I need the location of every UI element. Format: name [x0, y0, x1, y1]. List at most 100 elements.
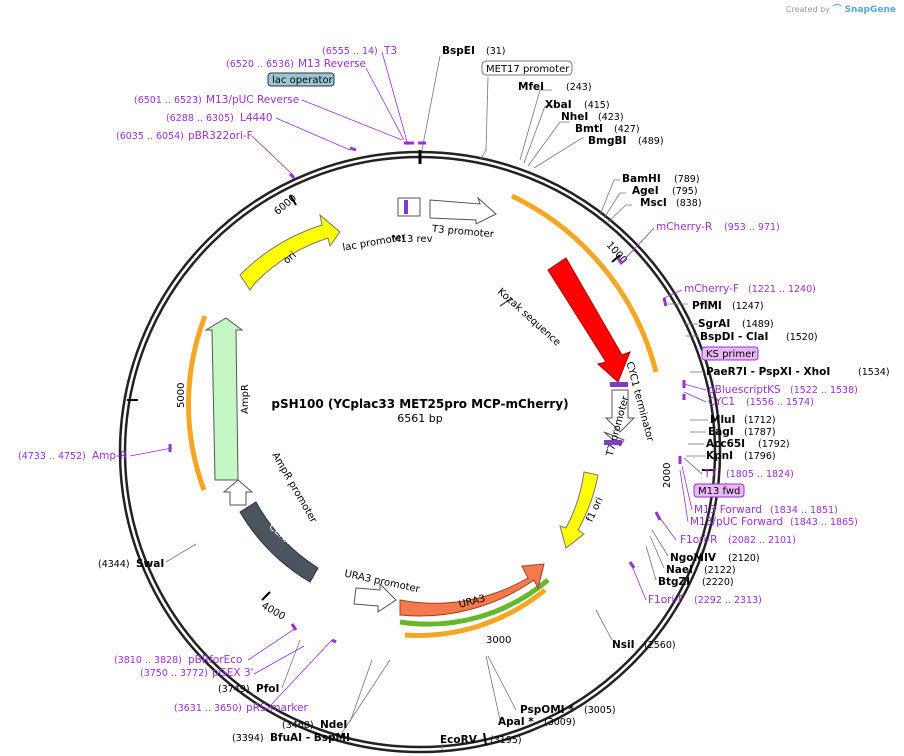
f1-ori-feature[interactable] [559, 471, 599, 549]
enzyme-ecorv[interactable]: EcoRV [440, 734, 478, 746]
m13-fwd-tag: M13 fwd [693, 483, 745, 498]
primer-pbrforeco[interactable]: pBRforEco [188, 654, 242, 666]
primer-amp-r[interactable]: Amp-R [92, 450, 127, 462]
primer-t3-range: (6555 .. 14) [322, 46, 378, 57]
snapgene-logo: ⌒ SnapGene [832, 5, 896, 15]
enzyme-pflmi[interactable]: PflMI [692, 300, 722, 312]
t7-promoter-label: T7 promoter [604, 394, 631, 459]
primer-pbr322ori-f[interactable]: pBR322ori-F [188, 130, 253, 142]
enzyme-pspomi-pos: (3005) [584, 705, 616, 716]
primer-m13-forward[interactable]: M13 Forward [694, 504, 762, 516]
enzyme-btgzi-pos: (2220) [702, 577, 734, 588]
primer-f1ori-r[interactable]: F1ori-R [680, 534, 717, 546]
enzyme-msci[interactable]: MscI [640, 197, 667, 209]
enzyme-mfei-pos: (243) [566, 82, 592, 93]
enzyme-pfoi-pos: (3749) [218, 684, 250, 695]
enzyme-swai-pos: (4344) [98, 559, 130, 570]
primer-cyc1[interactable]: CYC1 [708, 396, 735, 408]
primer-m13-reverse-range: (6520 .. 6536) [226, 59, 294, 70]
enzyme-swai[interactable]: SwaI [136, 558, 164, 570]
primer-amp-r-range: (4733 .. 4752) [18, 451, 86, 462]
primer-t7[interactable]: T7 [703, 468, 717, 480]
m13-rev-label: M13 rev [392, 234, 433, 245]
plasmid-name: pSH100 (YCplac33 MET25pro MCP-mCherry) [271, 397, 568, 411]
enzyme-ecorv-pos: (3195) [490, 735, 522, 746]
primer-pbr322ori-f-range: (6035 .. 6054) [116, 131, 184, 142]
ura3-feature[interactable] [399, 563, 545, 617]
ampr-feature[interactable] [204, 317, 244, 481]
enzyme-mfei[interactable]: MfeI [518, 81, 544, 93]
tick-mark-3000 [483, 732, 487, 746]
primer-m13-puc-reverse[interactable]: M13/pUC Reverse [206, 94, 299, 106]
enzyme-nsii[interactable]: NsiI [612, 639, 635, 651]
enzyme-agei[interactable]: AgeI [632, 185, 659, 197]
primer-pbluescriptks[interactable]: pBluescriptKS [708, 384, 781, 396]
enzyme-nhei-pos: (423) [598, 112, 624, 123]
mcherry-feature[interactable] [547, 257, 631, 383]
tick-mark-1000 [611, 254, 621, 263]
enzyme-nhei[interactable]: NheI [561, 111, 588, 123]
enzyme-mlui[interactable]: MluI [710, 414, 735, 426]
enzyme-bspei[interactable]: BspEI [442, 45, 475, 57]
enzyme-btgzi[interactable]: BtgZI [658, 576, 690, 588]
ura3-promoter-arrow [353, 582, 397, 613]
enzyme-pspomi[interactable]: PspOMI * [520, 704, 574, 716]
enzyme-bmgbi[interactable]: BmgBI [588, 135, 626, 147]
tick-label-4000: 4000 [259, 600, 287, 622]
enzyme-bmgbi-pos: (489) [638, 136, 664, 147]
enzyme-xbai[interactable]: XbaI [545, 99, 572, 111]
enzyme-kpni-pos: (1796) [744, 451, 776, 462]
enzyme-leaders-right [421, 55, 708, 750]
enzyme-kpni[interactable]: KpnI [706, 450, 733, 462]
mcherry-orf-bar [510, 193, 659, 373]
enzyme-bspdi-clai[interactable]: BspDI - ClaI [700, 331, 768, 343]
ura3-green-bar [399, 578, 550, 627]
primer-mcherry-f-range: (1221 .. 1240) [748, 284, 816, 295]
primer-f1ori-f[interactable]: F1ori-F [648, 594, 684, 606]
primer-mcherry-r[interactable]: mCherry-R [656, 221, 712, 233]
enzyme-ndei[interactable]: NdeI [320, 719, 347, 731]
tick-label-2000: 2000 [662, 463, 673, 488]
ks-primer-label: KS primer [706, 349, 756, 360]
primer-ring-marks [168, 141, 686, 644]
m13-rev-marker [404, 200, 408, 214]
enzyme-bamhi[interactable]: BamHI [622, 173, 661, 185]
primer-m13-puc-forward[interactable]: M13/pUC Forward [690, 516, 783, 528]
primer-m13-reverse[interactable]: M13 Reverse [298, 58, 366, 70]
primer-t3[interactable]: T3 [383, 45, 397, 57]
enzyme-pflmi-pos: (1247) [732, 301, 764, 312]
primer-prs-marker-range: (3631 .. 3650) [174, 703, 242, 714]
enzyme-ngomiv-pos: (2120) [728, 553, 760, 564]
primer-m13-forward-range: (1834 .. 1851) [770, 505, 838, 516]
cen-ars-feature[interactable] [239, 501, 319, 583]
enzyme-naei[interactable]: NaeI [666, 564, 693, 576]
cyc1-purple-marker [610, 382, 628, 387]
enzyme-bfuai-bspmi[interactable]: BfuAI - BspMI [270, 732, 350, 744]
primer-prs-marker[interactable]: pRS-marker [246, 702, 309, 714]
enzyme-bspei-pos: (31) [486, 46, 506, 57]
primer-pgex3[interactable]: pGEX 3' [212, 667, 254, 679]
enzyme-bmti[interactable]: BmtI [575, 123, 603, 135]
enzyme-paer7i-pspxi-xhoi[interactable]: PaeR7I - PspXI - XhoI [706, 366, 830, 378]
primer-m13-puc-reverse-range: (6501 .. 6523) [134, 95, 202, 106]
enzyme-eagi-pos: (1787) [744, 427, 776, 438]
enzyme-acc65i[interactable]: Acc65I [706, 438, 745, 450]
ori-feature[interactable] [239, 213, 341, 291]
enzyme-apai[interactable]: ApaI * [498, 716, 534, 728]
met17-promoter-tag: MET17 promoter [481, 60, 573, 76]
primer-l4440[interactable]: L4440 [240, 112, 273, 124]
enzyme-msci-pos: (838) [676, 198, 702, 209]
tick-label-3000: 3000 [486, 635, 511, 646]
ampr-promoter-label: AmpR promoter [269, 451, 319, 526]
enzyme-pfoi[interactable]: PfoI [256, 683, 279, 695]
tick-mark-6000 [289, 194, 297, 206]
enzyme-eagi[interactable]: EagI [708, 426, 734, 438]
primer-pbrforeco-range: (3810 .. 3828) [114, 655, 182, 666]
enzyme-sgrai[interactable]: SgrAI [698, 318, 730, 330]
kozak-label: Kozak sequence [495, 286, 562, 348]
primer-mcherry-f[interactable]: mCherry-F [684, 283, 739, 295]
enzyme-ngomiv[interactable]: NgoMIV [670, 552, 717, 564]
m13-fwd-label: M13 fwd [698, 486, 740, 497]
ampr-promoter-arrow [222, 479, 254, 506]
enzyme-naei-pos: (2122) [704, 565, 736, 576]
